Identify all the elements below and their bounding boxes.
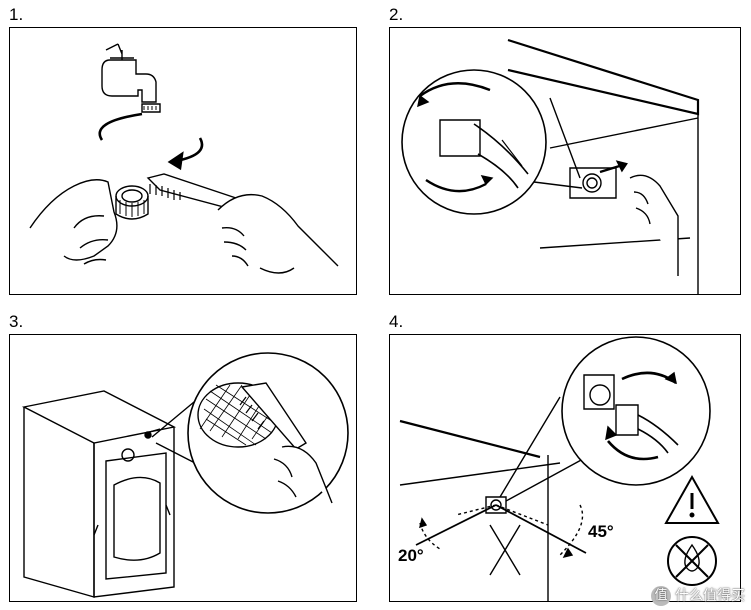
magnifier-circle-icon	[499, 336, 711, 502]
washing-machine-icon	[21, 390, 177, 598]
filter-icon	[115, 185, 149, 220]
watermark: 值什么值得买	[651, 585, 745, 606]
step-3-panel	[9, 334, 357, 602]
hand-icon	[29, 179, 118, 265]
watermark-logo: 值	[651, 586, 671, 606]
rotate-arrow-icon	[98, 112, 204, 171]
magnifier-circle-icon	[151, 352, 349, 514]
machine-edge-lines	[399, 419, 561, 601]
brush-icon	[239, 382, 307, 450]
angle-label-left: 20°	[398, 546, 424, 565]
step-2-label: 2.	[389, 5, 404, 24]
watermark-text: 什么值得买	[675, 588, 745, 604]
step-3-label: 3.	[9, 312, 24, 331]
no-water-drop-icon	[667, 536, 717, 586]
angle-guides	[415, 504, 587, 576]
step-2-panel	[389, 27, 741, 295]
step-4-label: 4.	[389, 312, 404, 331]
angle-label-right: 45°	[588, 522, 614, 541]
step-1-panel	[9, 27, 357, 295]
step-4-panel	[389, 334, 741, 602]
warning-triangle-icon	[664, 474, 720, 524]
hand-icon	[273, 445, 333, 504]
magnifier-circle-icon	[401, 69, 583, 215]
hand-icon	[217, 193, 339, 274]
hand-icon	[629, 174, 679, 276]
inlet-valve-icon	[569, 167, 617, 199]
step-1-label: 1.	[9, 5, 24, 24]
rotate-arrow-icon	[599, 160, 628, 174]
hose-icon	[439, 119, 529, 189]
tap-icon	[101, 43, 161, 113]
